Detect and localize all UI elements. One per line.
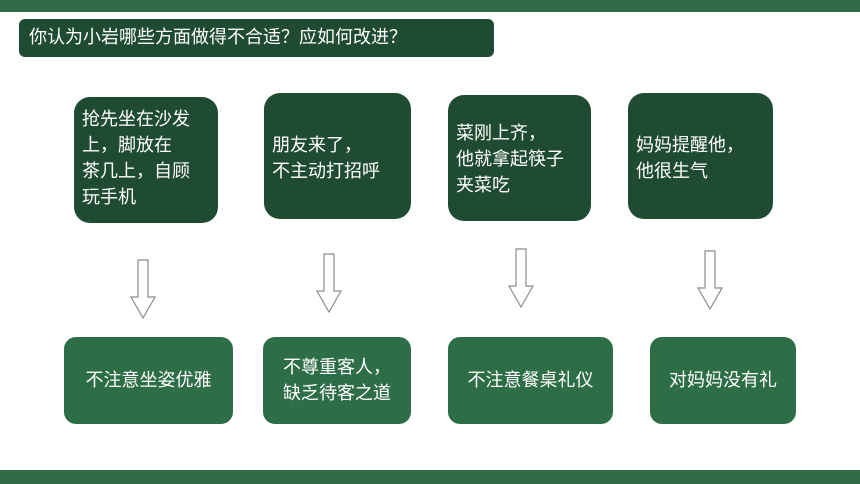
bottom-decor-bar	[0, 470, 860, 484]
problem-label: 对妈妈没有礼	[669, 369, 777, 391]
problem-label: 不尊重客人， 缺乏待客之道	[283, 356, 391, 404]
down-arrow-icon	[316, 253, 342, 313]
behavior-box-sofa: 抢先坐在沙发 上，脚放在 茶几上，自顾 玩手机	[74, 97, 218, 223]
down-arrow-icon	[508, 248, 534, 308]
problem-box-table-manners: 不注意餐桌礼仪	[448, 337, 613, 424]
problem-box-posture: 不注意坐姿优雅	[64, 337, 233, 424]
question-banner: 你认为小岩哪些方面做得不合适？应如何改进？	[19, 19, 494, 57]
behavior-box-greeting: 朋友来了， 不主动打招呼	[264, 93, 411, 219]
behavior-box-chopsticks: 菜刚上齐， 他就拿起筷子 夹菜吃	[448, 95, 591, 221]
top-decor-bar	[0, 0, 860, 12]
problem-label: 不注意坐姿优雅	[85, 369, 212, 391]
down-arrow-icon	[697, 250, 723, 310]
down-arrow-icon	[130, 259, 156, 319]
problem-box-guests: 不尊重客人， 缺乏待客之道	[263, 337, 411, 424]
problem-box-mother: 对妈妈没有礼	[650, 337, 796, 424]
behavior-box-angry: 妈妈提醒他， 他很生气	[628, 93, 773, 219]
problem-label: 不注意餐桌礼仪	[467, 369, 594, 391]
